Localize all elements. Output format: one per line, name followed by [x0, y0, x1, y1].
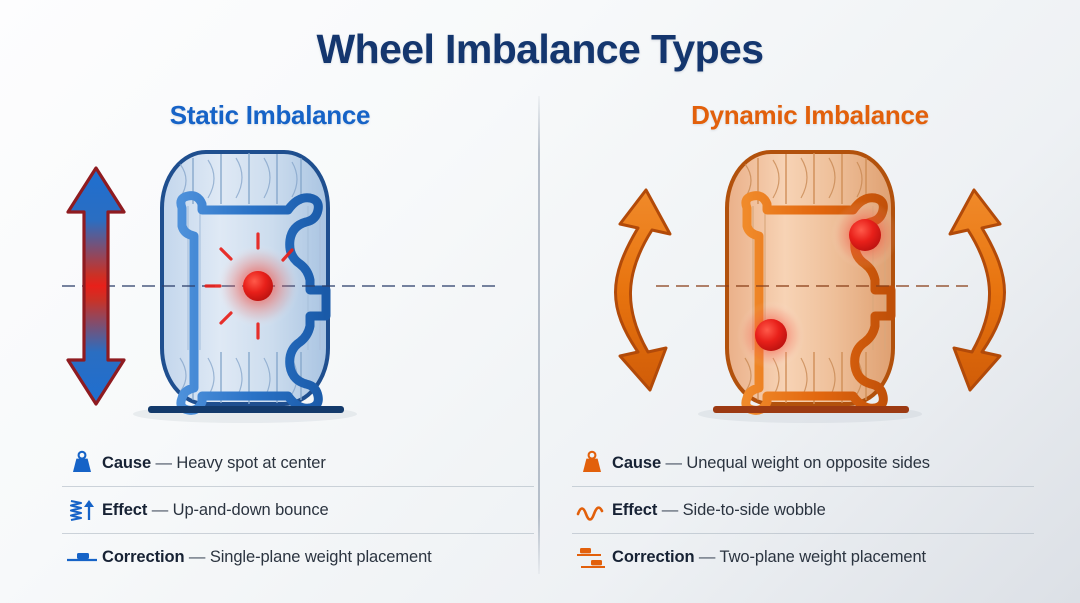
ground-line-dynamic [713, 406, 909, 413]
spring-arrow-icon [62, 494, 102, 526]
legend-value: Up-and-down bounce [172, 500, 329, 519]
legend-label: Cause [612, 453, 662, 472]
legend-dash: — [155, 453, 173, 472]
legend-row: Correction — Two-plane weight placement [572, 534, 1034, 580]
legend-static: Cause — Heavy spot at center Effect — Up… [62, 440, 534, 580]
legend-dash: — [698, 547, 716, 566]
legend-label: Correction [612, 547, 695, 566]
legend-row: Effect — Up-and-down bounce [62, 487, 534, 534]
legend-label: Effect [102, 500, 148, 519]
legend-dash: — [151, 500, 169, 519]
ground-line-static [148, 406, 344, 413]
legend-label: Effect [612, 500, 658, 519]
illustration-dynamic [560, 138, 1060, 434]
heavy-spot-lower-left [737, 301, 805, 369]
weight-icon [572, 447, 612, 479]
illustration-static [30, 138, 530, 434]
legend-label: Correction [102, 547, 185, 566]
legend-text: Correction — Single-plane weight placeme… [102, 548, 432, 567]
legend-text: Cause — Heavy spot at center [102, 454, 326, 473]
heavy-spot-upper-right [831, 201, 899, 269]
legend-text: Effect — Up-and-down bounce [102, 501, 329, 520]
panel-heading-dynamic: Dynamic Imbalance [691, 100, 929, 130]
legend-dynamic: Cause — Unequal weight on opposite sides… [572, 440, 1034, 580]
two-plane-weight-icon [572, 541, 612, 573]
page-title: Wheel Imbalance Types [316, 26, 765, 72]
curved-arrow-right [948, 188, 1006, 392]
legend-label: Cause [102, 453, 152, 472]
legend-value: Two-plane weight placement [719, 547, 927, 566]
legend-row: Cause — Unequal weight on opposite sides [572, 440, 1034, 487]
legend-dash: — [188, 547, 206, 566]
tire-body [725, 150, 895, 406]
single-plane-weight-icon [62, 541, 102, 573]
legend-row: Effect — Side-to-side wobble [572, 487, 1034, 534]
legend-dash: — [661, 500, 679, 519]
legend-value: Side-to-side wobble [682, 500, 826, 519]
legend-text: Cause — Unequal weight on opposite sides [612, 454, 930, 473]
legend-dash: — [665, 453, 683, 472]
wave-icon [572, 494, 612, 526]
heavy-spot-center [204, 232, 300, 340]
panel-divider [538, 96, 540, 574]
legend-row: Cause — Heavy spot at center [62, 440, 534, 487]
weight-icon [62, 447, 102, 479]
legend-text: Correction — Two-plane weight placement [612, 548, 926, 567]
legend-value: Unequal weight on opposite sides [686, 453, 930, 472]
legend-text: Effect — Side-to-side wobble [612, 501, 826, 520]
vertical-double-arrow [66, 166, 126, 406]
legend-value: Single-plane weight placement [209, 547, 432, 566]
panel-heading-static: Static Imbalance [169, 100, 371, 130]
legend-row: Correction — Single-plane weight placeme… [62, 534, 534, 580]
curved-arrow-left [614, 188, 672, 392]
legend-value: Heavy spot at center [176, 453, 326, 472]
